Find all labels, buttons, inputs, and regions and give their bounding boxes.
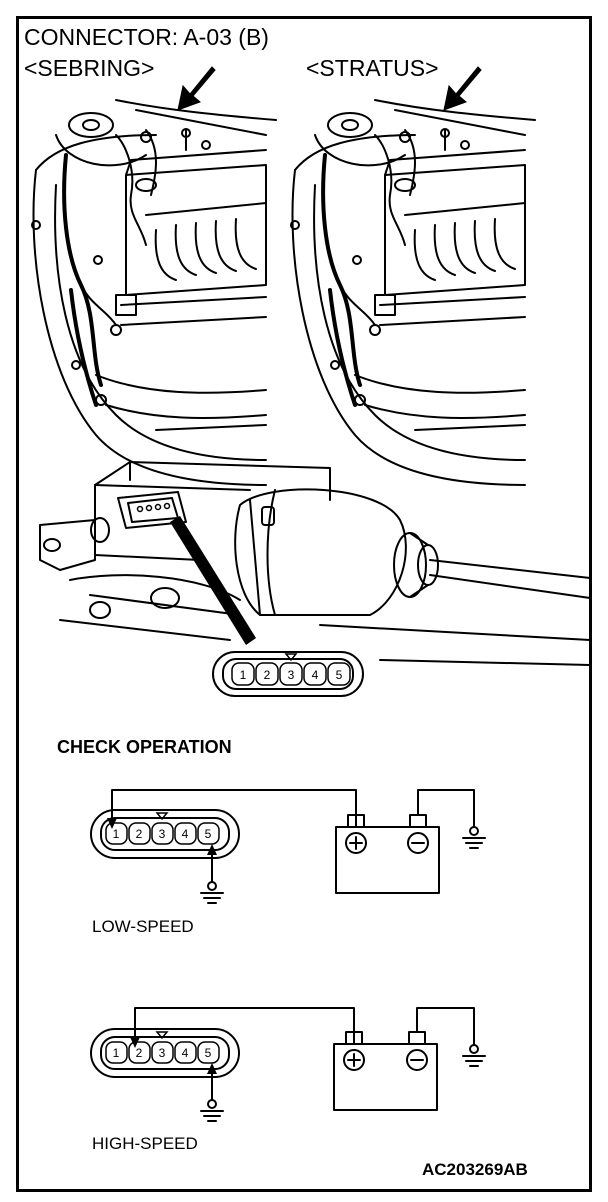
- svg-text:4: 4: [312, 668, 319, 682]
- wiper-motor-illustration: [39, 461, 591, 666]
- high-pin-3: 3: [151, 1041, 174, 1064]
- connector-pin-1: 1: [231, 662, 255, 686]
- svg-text:1: 1: [113, 827, 120, 841]
- sebring-engine-bay-illustration: [30, 66, 278, 487]
- diagram-frame: [16, 16, 592, 1192]
- low-speed-label: LOW-SPEED: [92, 917, 194, 936]
- high-pin-2: 2: [128, 1041, 151, 1064]
- svg-text:2: 2: [264, 668, 271, 682]
- connector-pin-3: 3: [279, 662, 303, 686]
- low-pin-1: 1: [105, 822, 128, 845]
- high-speed-circuit: 1 2 3 4 5: [90, 1007, 486, 1122]
- stratus-label: <STRATUS>: [306, 55, 439, 81]
- svg-text:1: 1: [240, 668, 247, 682]
- svg-text:4: 4: [182, 1046, 189, 1060]
- high-pin-5: 5: [197, 1041, 220, 1064]
- svg-text:3: 3: [288, 668, 295, 682]
- high-pin-4: 4: [174, 1041, 197, 1064]
- svg-text:5: 5: [205, 827, 212, 841]
- connector-title: CONNECTOR: A-03 (B): [24, 24, 269, 50]
- svg-text:2: 2: [136, 827, 143, 841]
- check-operation-heading: CHECK OPERATION: [57, 737, 232, 757]
- sebring-label: <SEBRING>: [24, 55, 155, 81]
- low-pin-2: 2: [128, 822, 151, 845]
- connector-face-view: 1 2 3 4 5: [212, 651, 364, 697]
- connector-pin-5: 5: [327, 662, 351, 686]
- low-pin-5: 5: [197, 822, 220, 845]
- figure-code: AC203269AB: [422, 1160, 528, 1179]
- svg-text:5: 5: [336, 668, 343, 682]
- svg-text:1: 1: [113, 1046, 120, 1060]
- svg-text:3: 3: [159, 827, 166, 841]
- high-pin-1: 1: [105, 1041, 128, 1064]
- low-pin-4: 4: [174, 822, 197, 845]
- connector-pin-2: 2: [255, 662, 279, 686]
- svg-text:4: 4: [182, 827, 189, 841]
- high-speed-label: HIGH-SPEED: [92, 1134, 198, 1153]
- low-speed-circuit: 1 2 3 4 5: [90, 789, 486, 904]
- svg-text:5: 5: [205, 1046, 212, 1060]
- svg-text:3: 3: [159, 1046, 166, 1060]
- low-pin-3: 3: [151, 822, 174, 845]
- connector-pin-4: 4: [303, 662, 327, 686]
- stratus-engine-bay-illustration: [289, 66, 537, 487]
- svg-text:2: 2: [136, 1046, 143, 1060]
